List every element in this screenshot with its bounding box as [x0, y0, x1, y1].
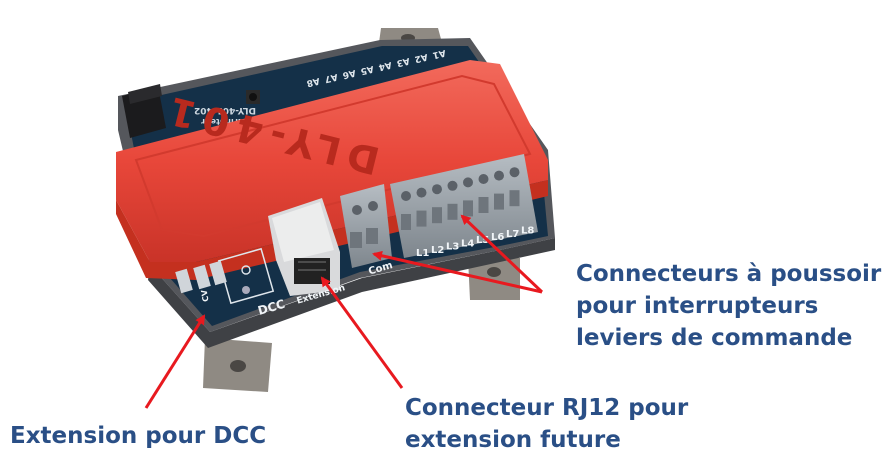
input-label: L1 — [416, 248, 429, 259]
terminal-screw — [447, 180, 458, 191]
terminal-push-lever — [463, 200, 473, 217]
terminal-screw — [494, 170, 504, 181]
arrow-to-com-connector — [372, 250, 543, 294]
arrow-to-lever-connectors — [460, 214, 544, 294]
input-label: L2 — [431, 245, 444, 256]
terminal-push-lever — [494, 193, 504, 210]
output-label: A2 — [413, 51, 428, 64]
output-label: A8 — [305, 75, 320, 88]
mounting-tab-right — [468, 258, 520, 300]
terminal-push-lever — [447, 203, 458, 220]
power-jack — [122, 84, 166, 138]
lever-push-connector-block — [390, 154, 538, 258]
input-label: L5 — [476, 235, 489, 246]
arrow-to-dcc — [144, 314, 206, 409]
annotation-dcc: Extension pour DCC — [10, 420, 266, 452]
output-label: A3 — [395, 55, 410, 68]
annotation-line: Extension pour DCC — [10, 423, 267, 449]
pcb-name: DLY-401-402 — [194, 105, 256, 115]
terminal-push-lever — [416, 210, 427, 227]
terminal-screw — [463, 177, 473, 188]
terminal-screw — [432, 184, 442, 195]
cv-header: CV — [175, 260, 227, 302]
silk-cv: CV — [200, 288, 211, 302]
output-label: A7 — [323, 71, 338, 84]
terminal-screw — [416, 187, 427, 198]
arrows — [144, 214, 544, 409]
terminal-screw — [478, 174, 489, 184]
com-push-connector — [340, 184, 392, 268]
input-label: L7 — [506, 229, 519, 240]
annotation-line: pour interrupteurs — [576, 293, 819, 319]
housing-wall-front — [148, 238, 555, 348]
output-label: A1 — [431, 47, 446, 60]
annotation-rj12: Connecteur RJ12 pour extension future — [405, 392, 688, 456]
terminal-screw — [509, 167, 520, 178]
terminal-push-lever — [478, 197, 489, 213]
input-label: L4 — [461, 238, 474, 249]
annotation-line: Connecteur RJ12 pour — [405, 395, 689, 421]
annotation-push-connectors: Connecteurs à poussoir pour interrupteur… — [576, 258, 881, 354]
terminal-push-lever — [432, 207, 442, 224]
pcb-brand: DLYmoteur — [201, 117, 250, 126]
input-label: L8 — [521, 226, 534, 237]
terminal-push-lever — [509, 190, 520, 207]
annotation-line: leviers de commande — [576, 325, 853, 351]
mounting-tab-left — [203, 338, 272, 392]
input-label: L3 — [446, 242, 459, 253]
terminal-screw — [401, 191, 411, 201]
annotation-line: Connecteurs à poussoir — [576, 261, 882, 287]
output-label: A5 — [359, 63, 374, 76]
input-label: L6 — [491, 232, 504, 243]
annotation-line: extension future — [405, 427, 621, 453]
arrow-to-rj12 — [320, 276, 404, 389]
terminal-push-lever — [401, 214, 411, 230]
push-button — [246, 90, 260, 104]
output-label: A6 — [341, 67, 356, 80]
output-label: A4 — [377, 59, 392, 72]
